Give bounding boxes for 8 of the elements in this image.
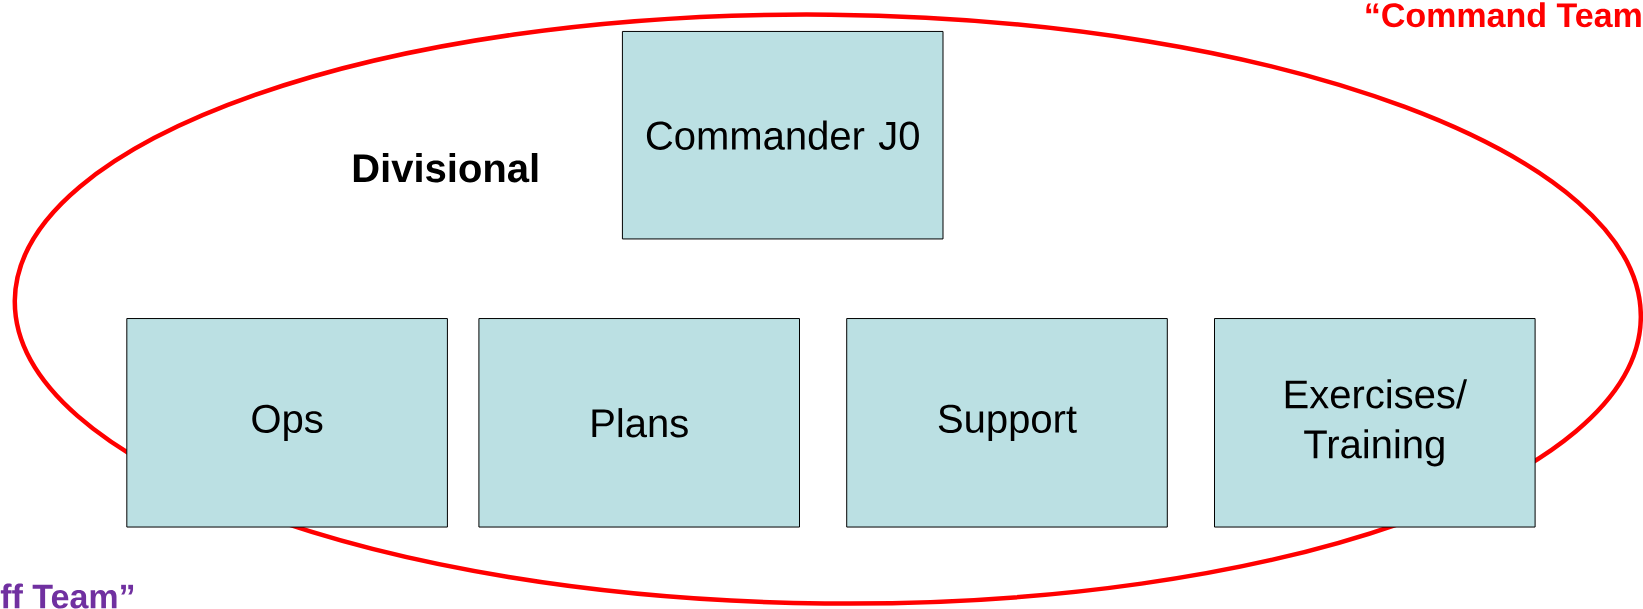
label-text: “Command Team bbox=[1366, 2, 1641, 28]
label-text: Divisional bbox=[353, 153, 538, 183]
org-box: Support bbox=[846, 318, 1168, 528]
org-box: Ops bbox=[126, 318, 448, 528]
org-box: Plans bbox=[478, 318, 800, 528]
org-box: Exercises/ Training bbox=[1214, 318, 1536, 528]
label-text: ff Team” bbox=[0, 583, 134, 609]
org-box: Commander J0 bbox=[621, 30, 944, 240]
